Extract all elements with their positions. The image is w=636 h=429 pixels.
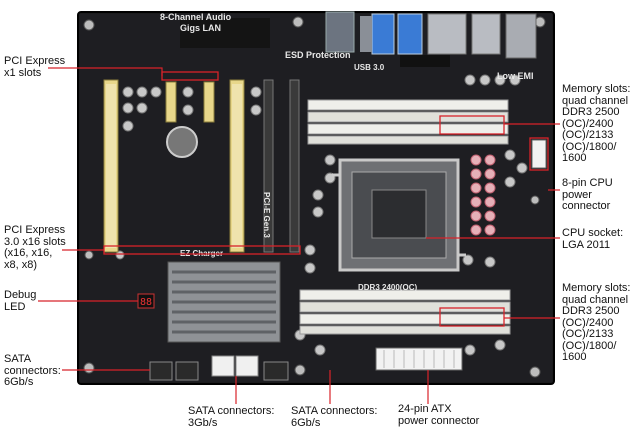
callout-leader-lines: [38, 67, 560, 404]
cpu-socket: [332, 158, 466, 272]
capacitor-array: [115, 74, 528, 356]
usb-port-block: [471, 13, 501, 55]
svg-text:88: 88: [140, 297, 152, 308]
vrm-chokes: [470, 154, 496, 236]
label-debug-led: Debug LED: [4, 289, 37, 313]
cpu-8pin-connector: [531, 139, 547, 169]
audio-jack-stack: [505, 13, 537, 59]
pcie-x16-slot-3: [263, 79, 274, 253]
label-sata-3gb: SATA connectors: 3Gb/s: [188, 405, 275, 429]
label-pcie-x1: PCI Express x1 slots: [4, 55, 66, 79]
board-text-low-emi: Low EMI: [497, 71, 534, 81]
dimm-slots-top: [307, 99, 509, 145]
usb-port-block: [427, 13, 467, 55]
dimm-slots-bottom: [299, 289, 511, 335]
label-atx-24pin: 24-pin ATX power connector: [398, 403, 480, 427]
usb3-port-blue: [371, 13, 395, 55]
label-memory-bottom: Memory slots: quad channel DDR3 2500 (OC…: [562, 282, 631, 363]
pcie-x1-slots: [165, 81, 215, 123]
board-text-esd: ESD Protection: [285, 50, 351, 60]
pcie-x16-slots: [103, 79, 300, 253]
usb-port-block: [325, 11, 355, 53]
label-sata-6gb-bottom: SATA connectors: 6Gb/s: [291, 405, 378, 429]
lan-port: [360, 16, 372, 52]
usb3-port-blue: [397, 13, 423, 55]
highlight-memory-bottom: [439, 307, 505, 327]
label-memory-top: Memory slots: quad channel DDR3 2500 (OC…: [562, 83, 631, 164]
label-pcie-x16: PCI Express 3.0 x16 slots (x16, x16, x8,…: [4, 224, 66, 271]
leader-pcie-x1: [48, 67, 163, 76]
cmos-battery: [166, 126, 198, 158]
rear-io-panel: [180, 11, 537, 67]
atx-24pin-connector: [375, 347, 463, 371]
board-text-pcie-gen3: PCI-E Gen.3: [262, 192, 271, 238]
board-text-lan: Gigs LAN: [180, 23, 221, 33]
board-text-ddr3: DDR3 2400(OC): [358, 283, 417, 292]
label-sata-6gb-left: SATA connectors: 6Gb/s: [4, 353, 61, 388]
board-text-audio: 8-Channel Audio: [160, 12, 232, 22]
highlight-cpu-power: [529, 137, 549, 171]
pcie-x1-slot-1: [165, 81, 177, 123]
sata-connectors: [149, 355, 289, 381]
pcie-x16-slot-4: [289, 79, 300, 253]
pcie-x1-slot-2: [203, 81, 215, 123]
label-cpu-power: 8-pin CPU power connector: [562, 177, 613, 212]
label-cpu-socket: CPU socket: LGA 2011: [562, 227, 624, 251]
highlight-memory-top: [439, 115, 505, 135]
chipset-heatsink: [167, 261, 281, 343]
board-text-usb: USB 3.0: [354, 63, 385, 72]
